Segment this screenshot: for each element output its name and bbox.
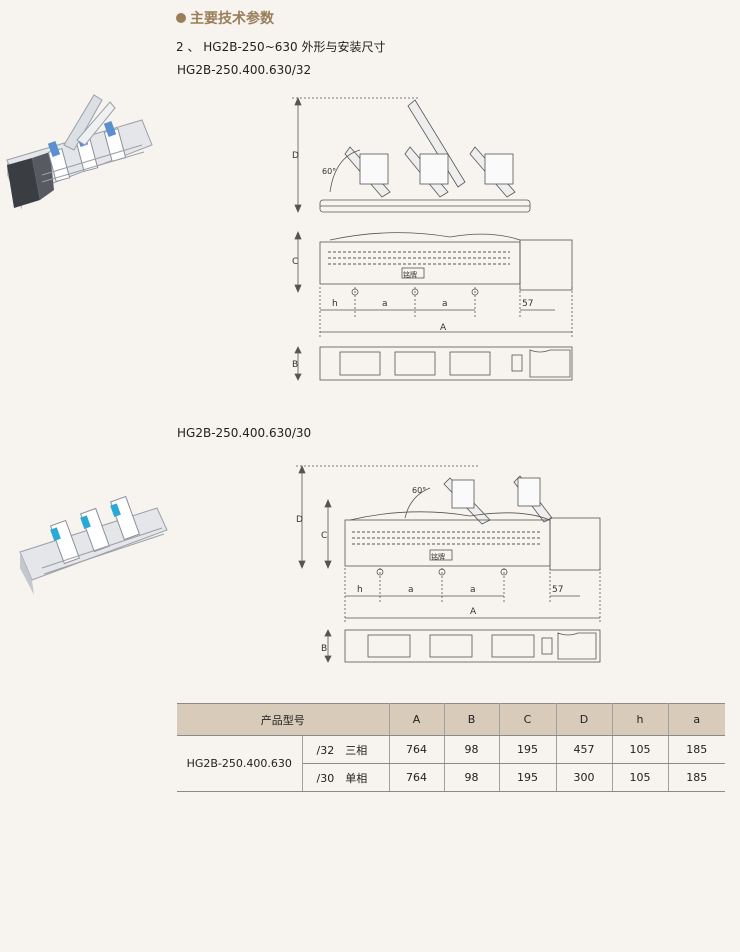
- header-a: a: [668, 703, 725, 736]
- spec-table: 产品型号 A B C D h a HG2B-250.400.630 /32 三相…: [177, 703, 725, 792]
- angle-label: 60°: [322, 167, 336, 176]
- product-photo-3pole: [2, 90, 154, 224]
- model-cell: HG2B-250.400.630: [177, 735, 303, 792]
- figure2-model-label: HG2B-250.400.630/30: [177, 426, 312, 440]
- dim2-C-label: C: [321, 531, 327, 541]
- header-C: C: [499, 703, 557, 736]
- value-cell: 764: [389, 735, 445, 764]
- dim-57-label: 57: [522, 299, 533, 309]
- header-h: h: [612, 703, 669, 736]
- dim2-A-label: A: [470, 607, 477, 617]
- subtitle: 2 、 HG2B-250~630 外形与安装尺寸: [176, 40, 386, 54]
- angle2-label: 60°: [412, 486, 426, 495]
- dim-B-label: B: [292, 360, 298, 370]
- section-title-text: 主要技术参数: [190, 11, 274, 27]
- value-cell: 105: [612, 763, 669, 792]
- figure1-model-label: HG2B-250.400.630/32: [177, 63, 312, 77]
- bullet-dot-icon: [176, 13, 186, 23]
- value-cell: 98: [444, 763, 500, 792]
- variant-cell: /30 单相: [302, 763, 390, 792]
- dim2-a2-label: a: [470, 585, 476, 595]
- dim-h-label: h: [332, 299, 338, 309]
- header-model: 产品型号: [177, 703, 390, 736]
- header-B: B: [444, 703, 500, 736]
- product-photo-1pole: [12, 480, 172, 604]
- value-cell: 195: [499, 735, 557, 764]
- nameplate2-label: 铭牌: [431, 552, 445, 561]
- dim-a1-label: a: [382, 299, 388, 309]
- dim2-D-label: D: [296, 515, 303, 525]
- dim-a2-label: a: [442, 299, 448, 309]
- dim-D-label: D: [292, 151, 299, 161]
- value-cell: 764: [389, 763, 445, 792]
- table-row: HG2B-250.400.630 /32 三相 764 98 195 457 1…: [177, 735, 725, 792]
- section-title: 主要技术参数: [176, 8, 274, 28]
- value-cell: 98: [444, 735, 500, 764]
- value-cell: 300: [556, 763, 613, 792]
- variant-cell: /32 三相: [302, 735, 390, 764]
- table-row: /30 单相 764 98 195 300 105 185: [177, 763, 725, 792]
- figure1-drawing: D 60° C 铭牌: [290, 92, 590, 396]
- header-A: A: [389, 703, 445, 736]
- header-D: D: [556, 703, 613, 736]
- value-cell: 185: [668, 763, 725, 792]
- dim2-57-label: 57: [552, 585, 563, 595]
- spec-table-header-row: 产品型号 A B C D h a: [177, 703, 725, 736]
- dim-C-label: C: [292, 257, 298, 267]
- nameplate-label: 铭牌: [403, 270, 417, 279]
- dim2-h-label: h: [357, 585, 363, 595]
- figure2-drawing: D C 60° 铭牌 h: [290, 458, 610, 674]
- dim2-B-label: B: [321, 644, 327, 654]
- value-cell: 105: [612, 735, 669, 764]
- value-cell: 195: [499, 763, 557, 792]
- value-cell: 185: [668, 735, 725, 764]
- value-cell: 457: [556, 735, 613, 764]
- dim-A-label: A: [440, 323, 447, 333]
- dim2-a1-label: a: [408, 585, 414, 595]
